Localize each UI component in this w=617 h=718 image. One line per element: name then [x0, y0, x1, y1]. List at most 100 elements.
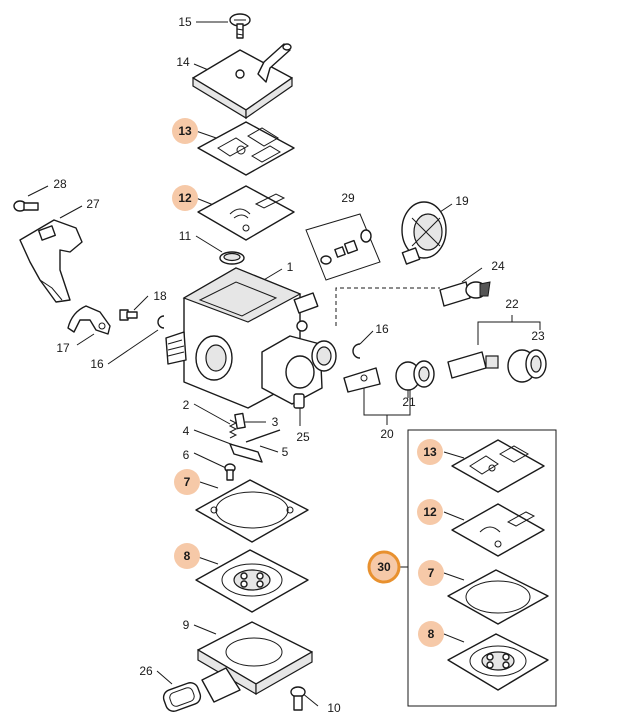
part-17-lever: [67, 305, 111, 335]
callout-7a: 7: [174, 469, 200, 495]
callout-number: 13: [178, 124, 192, 138]
part-9-end-cover: [197, 621, 313, 703]
callout-highlight: [367, 550, 401, 584]
callout-number: 1: [287, 260, 294, 274]
part-5-shaft: [245, 429, 281, 443]
kit-part-8-diaphragm: [447, 633, 549, 691]
callout-27: 27: [86, 197, 100, 211]
part-19-cap: [401, 201, 447, 265]
part-15-screw: [229, 13, 251, 39]
callout-number: 16: [90, 357, 104, 371]
callout-highlight: [174, 469, 200, 495]
callout-number: 7: [184, 475, 191, 489]
part-6-screw: [224, 463, 236, 481]
part-21-adjuster: [395, 360, 435, 391]
part-26-gasket: [162, 682, 202, 712]
callout-6: 6: [183, 448, 190, 462]
callout-8a: 8: [174, 543, 200, 569]
callout-number: 3: [272, 415, 279, 429]
part-29-kit-box: [305, 213, 381, 281]
callout-number: 21: [402, 395, 416, 409]
callout-12k: 12: [417, 499, 443, 525]
callout-4: 4: [183, 424, 190, 438]
callout-number: 2: [183, 398, 190, 412]
callout-7k: 7: [418, 560, 444, 586]
callout-15: 15: [178, 15, 192, 29]
callout-highlight: [417, 439, 443, 465]
callout-8k: 8: [418, 621, 444, 647]
callout-number: 25: [296, 430, 310, 444]
callout-25: 25: [296, 430, 310, 444]
part-16-circlip-left: [157, 315, 165, 329]
part-16-circlip-right: [352, 343, 361, 359]
callout-number: 12: [178, 191, 192, 205]
callout-10: 10: [327, 701, 341, 715]
callout-14: 14: [176, 55, 190, 69]
part-2-spring: [228, 419, 238, 439]
callout-5: 5: [282, 445, 289, 459]
part-8-metering-diaphragm: [195, 549, 309, 613]
callout-number: 7: [428, 566, 435, 580]
kit-part-13-gasket: [451, 439, 545, 493]
callout-12: 12: [172, 185, 198, 211]
part-28-screw: [13, 200, 39, 212]
part-14-pump-cover: [192, 43, 293, 120]
callout-number: 28: [53, 177, 67, 191]
callout-3: 3: [272, 415, 279, 429]
callout-highlight: [172, 118, 198, 144]
callout-30: 30: [367, 550, 401, 584]
callout-19: 19: [455, 194, 469, 208]
callout-highlight: [418, 560, 444, 586]
callout-24: 24: [491, 259, 505, 273]
callout-number: 4: [183, 424, 190, 438]
part-12-pump-diaphragm: [197, 185, 295, 241]
callout-number: 16: [375, 322, 389, 336]
callout-number: 11: [179, 229, 192, 243]
callout-16b: 16: [375, 322, 389, 336]
callout-highlight: [417, 499, 443, 525]
callout-11: 11: [179, 229, 192, 243]
callout-number: 8: [184, 549, 191, 563]
callout-13k: 13: [417, 439, 443, 465]
kit-part-7-gasket: [447, 569, 549, 625]
leader-lines: [27, 21, 541, 707]
part-10-screw: [290, 686, 306, 711]
part-27-throttle-lever: [19, 219, 83, 303]
callout-29: 29: [341, 191, 355, 205]
part-18-screw: [119, 309, 138, 321]
callout-number: 14: [176, 55, 190, 69]
part-11-fuel-screen: [219, 251, 245, 265]
callout-16a: 16: [90, 357, 104, 371]
callout-number: 18: [153, 289, 167, 303]
part-20-needle: [343, 367, 381, 393]
callout-highlight: [418, 621, 444, 647]
callout-number: 10: [327, 701, 341, 715]
callout-number: 24: [491, 259, 505, 273]
callout-28: 28: [53, 177, 67, 191]
callout-number: 8: [428, 627, 435, 641]
kit-part-12-diaphragm: [451, 503, 545, 557]
callout-number: 17: [56, 341, 70, 355]
part-22-needle: [447, 351, 499, 379]
part-13-pump-gasket: [197, 121, 295, 176]
part-25-pin: [293, 393, 305, 409]
callout-number: 23: [531, 329, 545, 343]
callout-number: 15: [178, 15, 192, 29]
callout-number: 19: [455, 194, 469, 208]
part-7-gasket: [195, 479, 309, 543]
callout-21: 21: [402, 395, 416, 409]
callout-2: 2: [183, 398, 190, 412]
part-24-adjusting-needle: [439, 281, 491, 307]
part-4-control-lever: [229, 443, 263, 463]
kit-30-box: [407, 429, 557, 707]
callout-13: 13: [172, 118, 198, 144]
callout-number: 6: [183, 448, 190, 462]
callout-9: 9: [183, 618, 190, 632]
callout-22: 22: [505, 297, 519, 311]
callout-23: 23: [531, 329, 545, 343]
callout-highlight: [174, 543, 200, 569]
callout-number: 27: [86, 197, 100, 211]
callout-18: 18: [153, 289, 167, 303]
callout-17: 17: [56, 341, 70, 355]
